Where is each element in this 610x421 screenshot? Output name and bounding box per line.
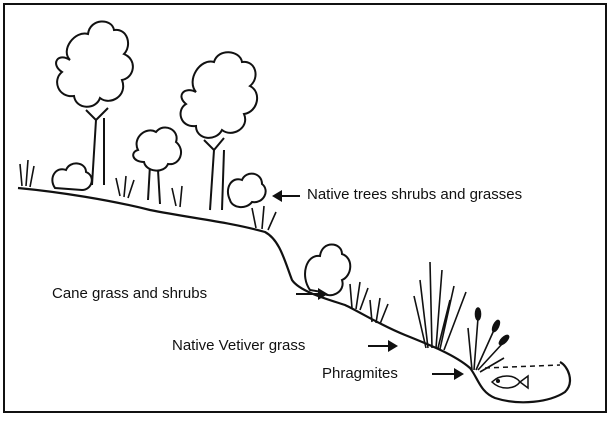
- arrow-vetiver: [368, 340, 398, 352]
- phragmites-reeds: [468, 308, 510, 372]
- water-surface-line: [485, 365, 560, 368]
- fish-icon: [492, 376, 528, 388]
- arrow-native-trees: [272, 190, 300, 202]
- shrub-small-3: [228, 174, 266, 207]
- shrub-small-1: [133, 127, 181, 204]
- shrub-small-2: [52, 163, 91, 190]
- vetiver-grass-clump: [414, 262, 466, 350]
- cane-grass-shrub: [305, 245, 350, 296]
- label-cane-grass: Cane grass and shrubs: [52, 286, 207, 301]
- label-phragmites: Phragmites: [322, 366, 398, 381]
- label-native-trees: Native trees shrubs and grasses: [307, 187, 522, 202]
- tall-tree-left: [56, 21, 133, 185]
- label-vetiver: Native Vetiver grass: [172, 338, 305, 353]
- arrow-phragmites: [432, 368, 464, 380]
